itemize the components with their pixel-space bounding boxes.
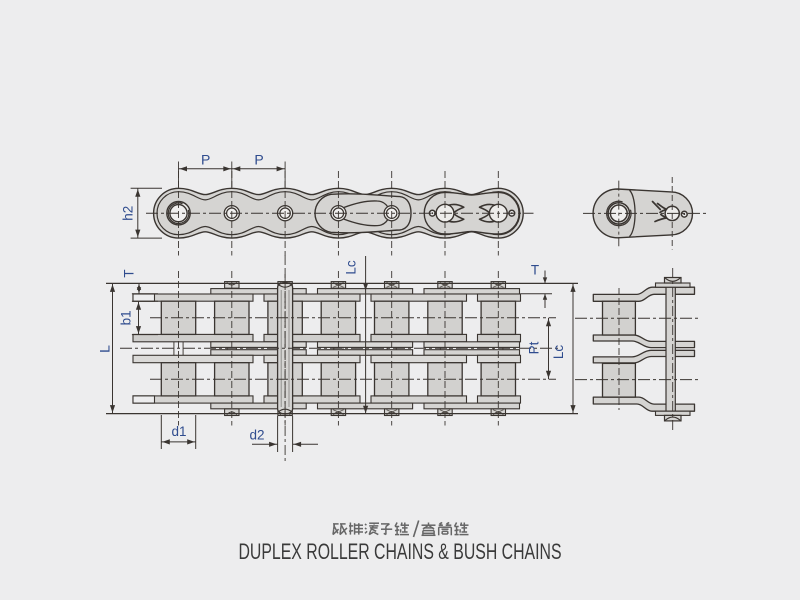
svg-text:P: P: [201, 152, 210, 168]
svg-text:Pt: Pt: [527, 341, 542, 354]
svg-text:L: L: [97, 345, 113, 353]
svg-text:Lc: Lc: [344, 260, 359, 275]
svg-text:P: P: [254, 152, 263, 168]
svg-text:T: T: [122, 269, 137, 277]
svg-text:T: T: [531, 263, 539, 278]
svg-text:d1: d1: [171, 424, 186, 439]
svg-text:b1: b1: [119, 310, 134, 325]
svg-text:Lc: Lc: [551, 345, 566, 360]
svg-text:h2: h2: [121, 206, 136, 221]
svg-text:d2: d2: [249, 428, 264, 443]
